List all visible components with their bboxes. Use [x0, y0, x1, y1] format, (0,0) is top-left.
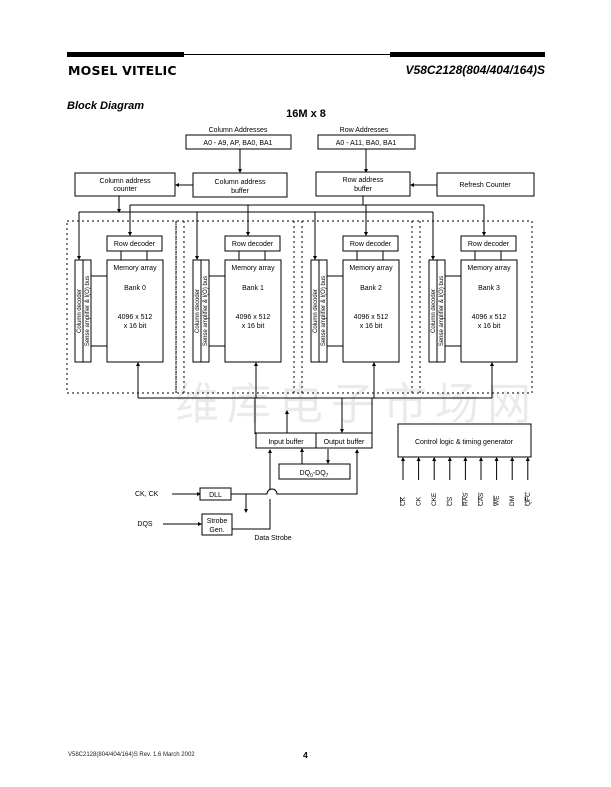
- column-address-counter-label: counter: [113, 186, 137, 193]
- bank-size-label: x 16 bit: [124, 323, 147, 330]
- control-signal-label: DM: [509, 496, 516, 506]
- bank-name: Bank 3: [478, 285, 500, 292]
- column-decoder-label: Column decoder: [195, 289, 201, 333]
- memory-array-label: Memory array: [231, 265, 275, 272]
- memory-array-box: [460, 259, 518, 363]
- sense-amplifier-box: [436, 259, 446, 363]
- dq-box: [278, 463, 351, 480]
- memory-array-box: [224, 259, 282, 363]
- page-number: 4: [303, 750, 308, 760]
- row-decoder-box: [460, 235, 517, 252]
- sense-amplifier-label: Sense amplifier & I(O) bus: [321, 276, 327, 346]
- diagram-title: 16M x 8: [286, 108, 326, 120]
- data-strobe-label: Data Strobe: [254, 535, 291, 542]
- control-signal-label: CS: [447, 496, 454, 506]
- column-address-counter-box: [74, 172, 176, 197]
- control-signal-label: CAS: [478, 492, 485, 506]
- strobe-gen-label: Strobe: [207, 518, 228, 525]
- column-decoder-label: Column decoder: [77, 289, 83, 333]
- column-address-buffer-label: Column address: [215, 179, 266, 186]
- header-rule: [67, 54, 545, 55]
- control-logic-box: [397, 423, 532, 458]
- bank-size-label: x 16 bit: [242, 323, 265, 330]
- sense-amplifier-box: [200, 259, 210, 363]
- bank-name: Bank 1: [242, 285, 264, 292]
- row-decoder-label: Row decoder: [232, 241, 274, 248]
- footer-doc-revision: V58C2128(804/404/164)S Rev. 1.6 March 20…: [68, 752, 195, 758]
- row-addresses-box: [317, 134, 416, 150]
- row-address-buffer-label: Row address: [343, 177, 384, 184]
- row-decoder-label: Row decoder: [468, 241, 510, 248]
- column-addresses-value: A0 - A9, AP, BA0, BA1: [203, 140, 272, 147]
- strobe-to-input: [232, 499, 271, 530]
- bank-name: Bank 2: [360, 285, 382, 292]
- refresh-counter-label: Refresh Counter: [459, 182, 511, 189]
- column-decoder-label: Column decoder: [313, 289, 319, 333]
- sense-amplifier-label: Sense amplifier & I(O) bus: [439, 276, 445, 346]
- row-decoder-box: [106, 235, 163, 252]
- header-bar-right: [390, 52, 545, 57]
- input-buffer-label: Input buffer: [268, 439, 304, 446]
- dll-to-output-buffer: [231, 449, 359, 495]
- banks-enclosure: [66, 220, 533, 394]
- output-buffer-label: Output buffer: [324, 439, 365, 446]
- bank-size-label: x 16 bit: [478, 323, 501, 330]
- bank-size-label: 4096 x 512: [354, 314, 389, 321]
- memory-array-label: Memory array: [113, 265, 157, 272]
- dll-box: [199, 487, 232, 501]
- sense-amplifier-label: Sense amplifier & I(O) bus: [203, 276, 209, 346]
- sense-amplifier-box: [82, 259, 92, 363]
- header-bar-left: [67, 52, 184, 57]
- dll-label: DLL: [209, 492, 222, 499]
- memory-array-box: [106, 259, 164, 363]
- bank-name: Bank 0: [124, 285, 146, 292]
- column-addresses-box: [185, 134, 292, 150]
- bank-size-label: x 16 bit: [360, 323, 383, 330]
- bank-size-label: 4096 x 512: [236, 314, 271, 321]
- control-signal-label: CK: [400, 496, 407, 506]
- bank-size-label: 4096 x 512: [472, 314, 507, 321]
- column-decoder-label: Column decoder: [431, 289, 437, 333]
- dq-label: DQ0-DQ7: [300, 470, 329, 479]
- brand-logo: MOSEL VITELIC: [68, 63, 177, 78]
- control-signal-label: CK: [416, 496, 423, 506]
- row-addresses-value: A0 - A11, BA0, BA1: [336, 140, 397, 147]
- sense-amplifier-label: Sense amplifier & I(O) bus: [85, 276, 91, 346]
- row-address-buffer-label: buffer: [354, 186, 372, 193]
- row-decoder-box: [224, 235, 281, 252]
- strobe-gen-label: Gen.: [209, 527, 224, 534]
- watermark: 维库电子市场网: [175, 379, 539, 430]
- section-title: Block Diagram: [67, 100, 145, 112]
- memory-array-box: [342, 259, 400, 363]
- dqs-label: DQS: [137, 521, 153, 528]
- column-address-counter-label: Column address: [100, 178, 151, 185]
- control-signal-label: RAS: [462, 492, 469, 506]
- control-logic-label: Control logic & timing generator: [415, 439, 514, 446]
- column-address-buffer-box: [192, 172, 288, 198]
- part-number: V58C2128(804/404/164)S: [405, 63, 545, 77]
- bank-size-label: 4096 x 512: [118, 314, 153, 321]
- memory-array-label: Memory array: [349, 265, 393, 272]
- row-decoder-label: Row decoder: [350, 241, 392, 248]
- refresh-counter-box: [436, 172, 535, 197]
- ck-input-label: CK, CK: [135, 491, 159, 498]
- row-decoder-box: [342, 235, 399, 252]
- row-address-buffer-box: [315, 171, 411, 197]
- row-addresses-label: Row Addresses: [340, 127, 389, 134]
- output-buffer-box: [315, 432, 373, 449]
- column-addresses-label: Column Addresses: [209, 127, 268, 134]
- control-signal-label: CKE: [431, 492, 438, 506]
- column-address-buffer-label: buffer: [231, 188, 249, 195]
- memory-array-label: Memory array: [467, 265, 511, 272]
- strobe-gen-box: [201, 513, 233, 536]
- control-signal-label: WE: [494, 495, 501, 506]
- sense-amplifier-box: [318, 259, 328, 363]
- row-decoder-label: Row decoder: [114, 241, 156, 248]
- control-signal-label: QFC: [525, 492, 532, 506]
